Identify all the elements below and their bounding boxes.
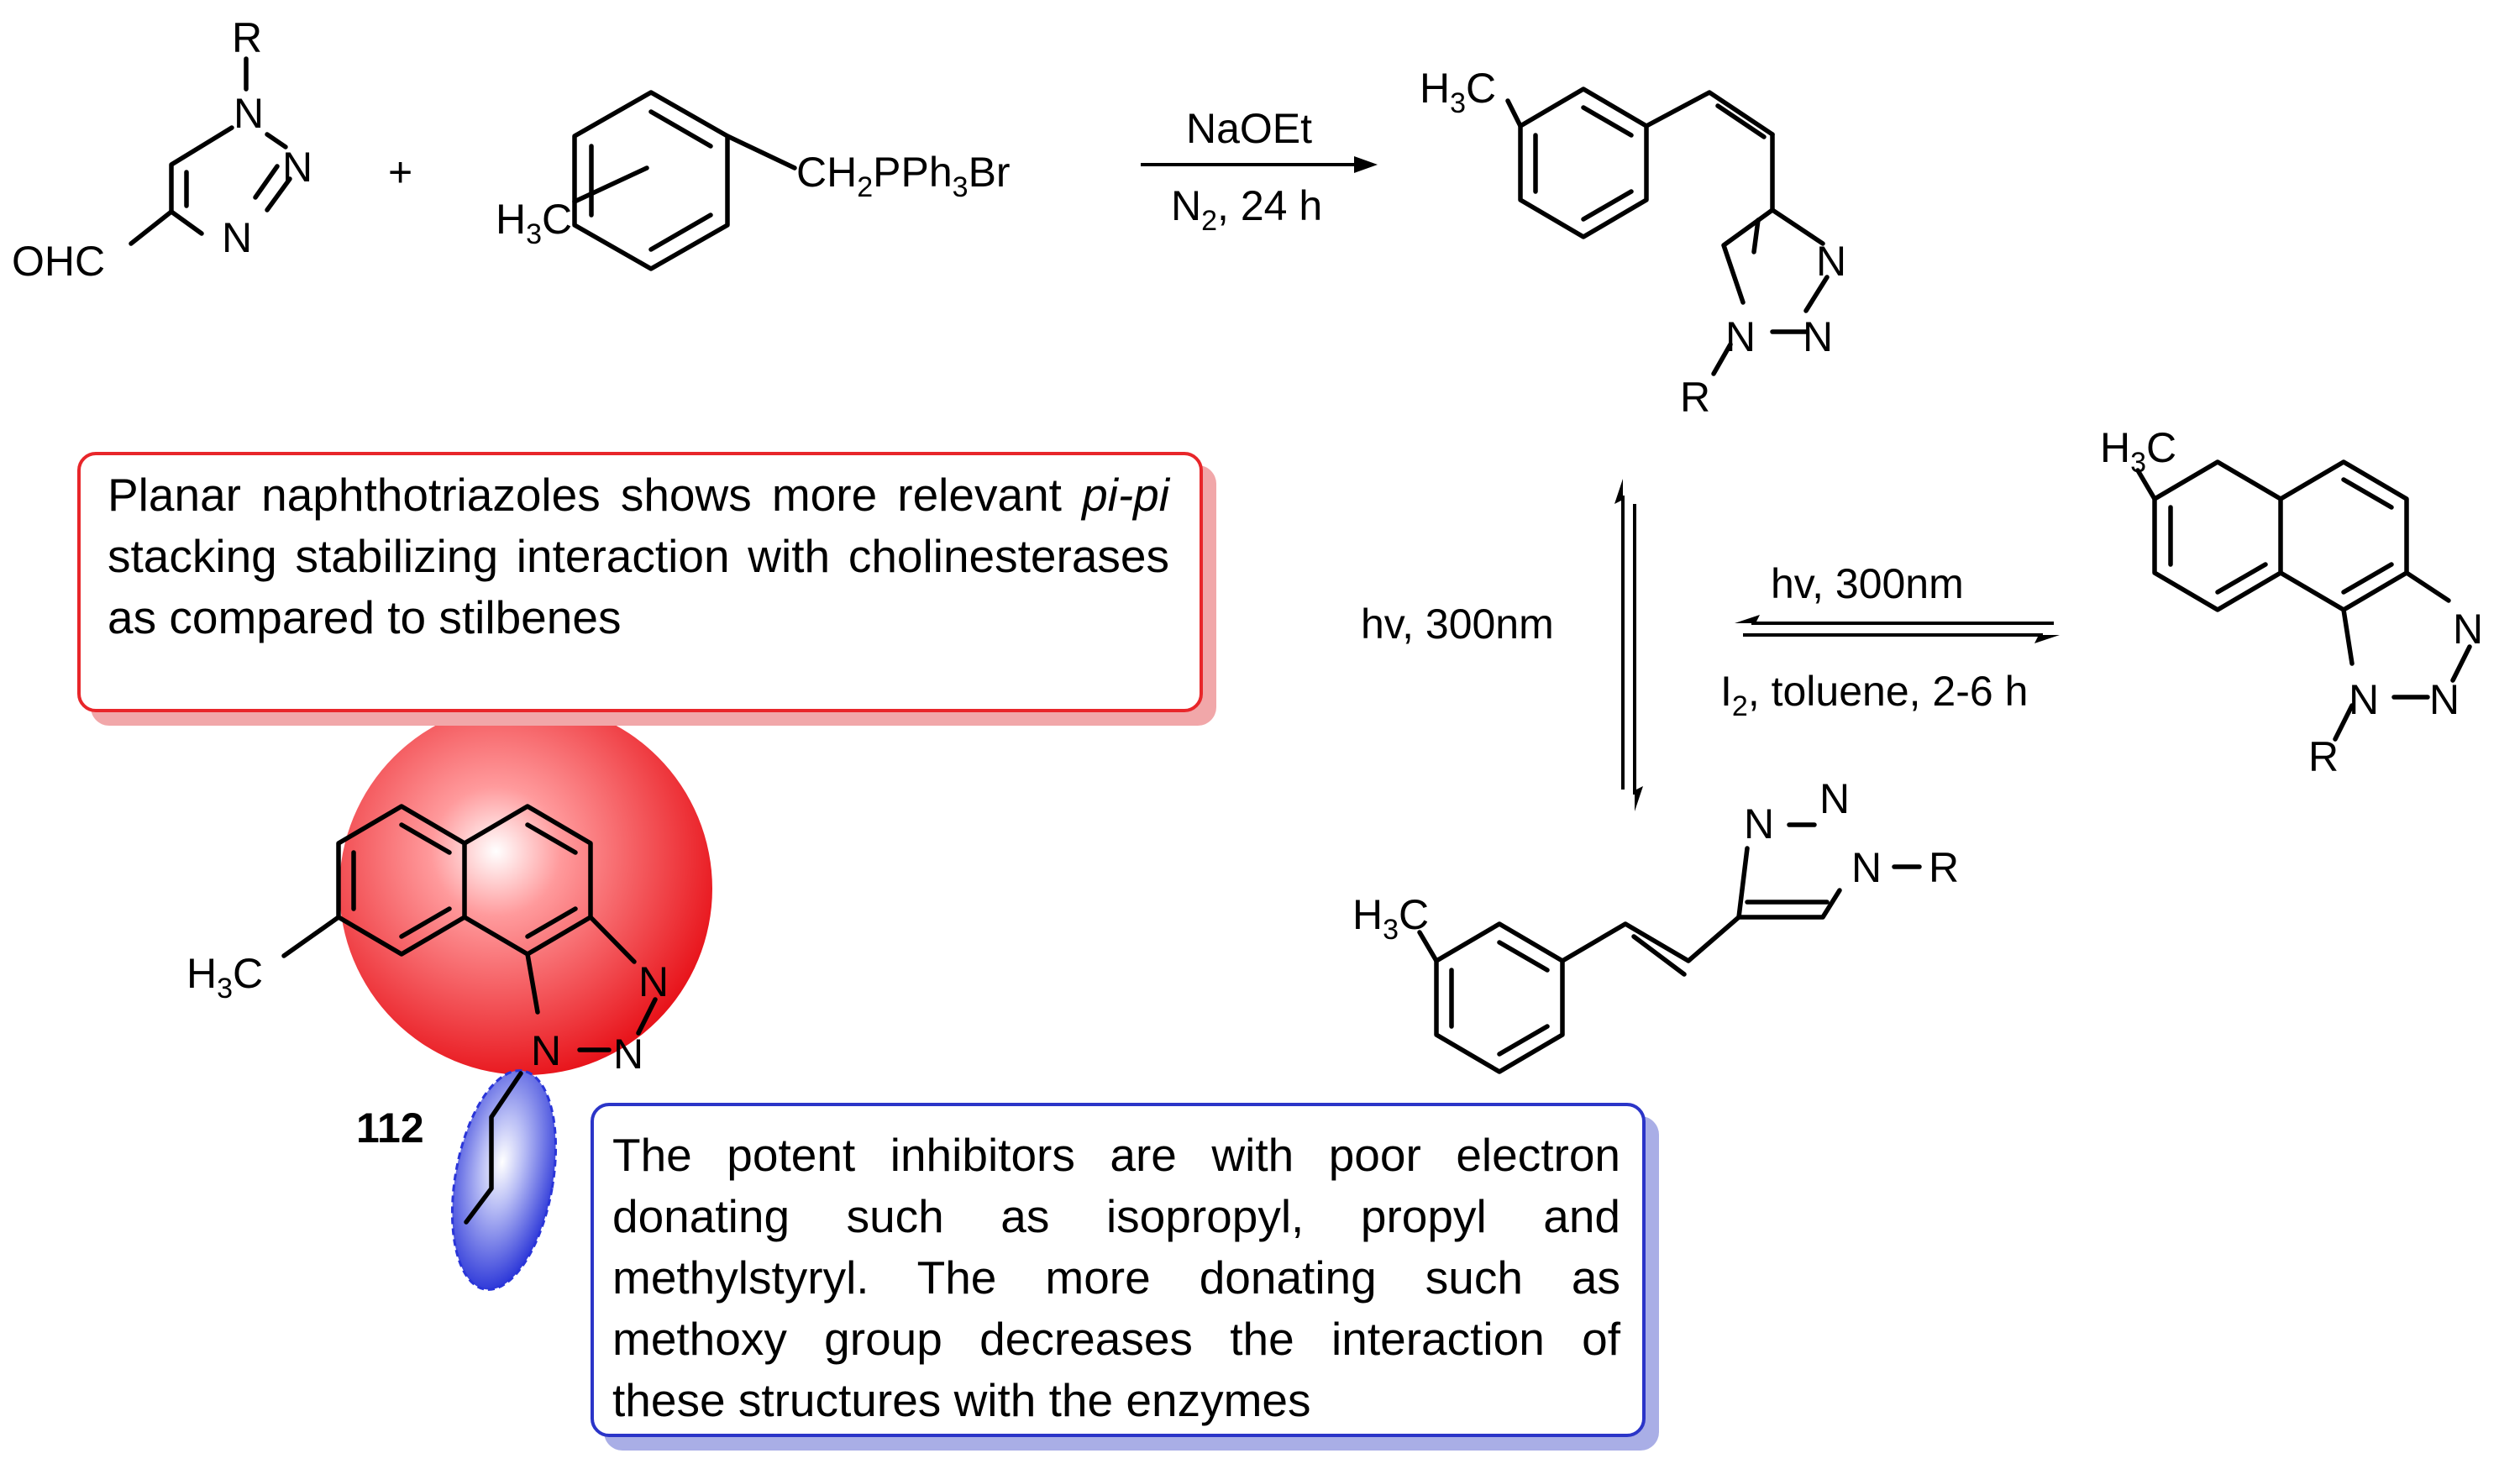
red-sphere-highlight xyxy=(339,702,712,1075)
cis-n-b-label: N xyxy=(1803,313,1833,360)
trans-n-c-label: N xyxy=(1851,844,1882,891)
trans-product: H3C N N N R xyxy=(1352,775,1959,1074)
note-potent-inhibitors: The potent inhibitors are with poor elec… xyxy=(591,1103,1646,1437)
trans-r-label: R xyxy=(1929,844,1959,891)
aldehyde-n3-label: N xyxy=(222,214,252,261)
note-planar-naphthotriazoles: Planar naphthotriazoles shows more relev… xyxy=(77,452,1203,712)
naphtho-r-label: R xyxy=(2308,733,2339,780)
reagent-methyl-label: H3C xyxy=(496,196,572,250)
aldehyde-n1-label: N xyxy=(234,90,264,137)
c112-n-a-label: N xyxy=(638,958,669,1005)
isomerization-label: hv, 300nm xyxy=(1361,601,1554,648)
c112-n-c-label: N xyxy=(531,1027,561,1074)
aldehyde-cho-label: OHC xyxy=(12,238,105,285)
reactant-aldehyde: R N N N OHC xyxy=(12,14,312,285)
plus-sign: + xyxy=(388,149,412,196)
note-planar-text-1: Planar naphthotriazoles shows more relev… xyxy=(108,469,1083,521)
trans-n-a-label: N xyxy=(1744,800,1774,847)
aldehyde-n2-label: N xyxy=(282,144,312,191)
step1-conditions: N2, 24 h xyxy=(1171,182,1322,237)
naphtho-product: H3C N N N R xyxy=(2100,424,2483,780)
step1-arrow: NaOEt N2, 24 h xyxy=(1141,105,1378,237)
naphtho-methyl-label: H3C xyxy=(2100,424,2176,479)
compound-112-number: 112 xyxy=(356,1104,424,1152)
cis-r-label: R xyxy=(1680,374,1710,421)
cyclization-conditions: I2, toluene, 2-6 h xyxy=(1720,668,2028,722)
blue-ellipse-highlight xyxy=(450,1069,558,1291)
note-inhibitors-text: The potent inhibitors are with poor elec… xyxy=(612,1129,1620,1426)
reagent-phosphonium: H3C CH2PPh3Br xyxy=(496,90,1011,271)
cis-n-a-label: N xyxy=(1816,238,1846,285)
compound-112: H3C N N N 112 xyxy=(186,702,712,1291)
cis-product: H3C N N N R xyxy=(1420,65,1846,421)
naphtho-n-c-label: N xyxy=(2349,676,2379,723)
trans-n-b-label: N xyxy=(1819,775,1850,822)
step1-reagent: NaOEt xyxy=(1186,105,1312,152)
cis-methyl-label: H3C xyxy=(1420,65,1496,119)
naphtho-n-b-label: N xyxy=(2429,676,2460,723)
cis-n-c-label: N xyxy=(1725,313,1756,360)
naphtho-n-a-label: N xyxy=(2453,606,2483,653)
aldehyde-r-label: R xyxy=(232,14,262,61)
cyclization-label: hv, 300nm xyxy=(1771,560,1964,607)
reagent-group-label: CH2PPh3Br xyxy=(796,149,1011,203)
note-planar-italic: pi-pi xyxy=(1082,469,1169,521)
isomerization-arrows: hv, 300nm xyxy=(1361,479,1643,811)
note-planar-text-2: stacking stabilizing interaction with ch… xyxy=(108,530,1169,643)
c112-methyl-label: H3C xyxy=(186,950,263,1005)
cyclization-arrows: hv, 300nm I2, toluene, 2-6 h xyxy=(1720,560,2060,722)
c112-n-b-label: N xyxy=(613,1031,643,1078)
trans-methyl-label: H3C xyxy=(1352,891,1429,946)
